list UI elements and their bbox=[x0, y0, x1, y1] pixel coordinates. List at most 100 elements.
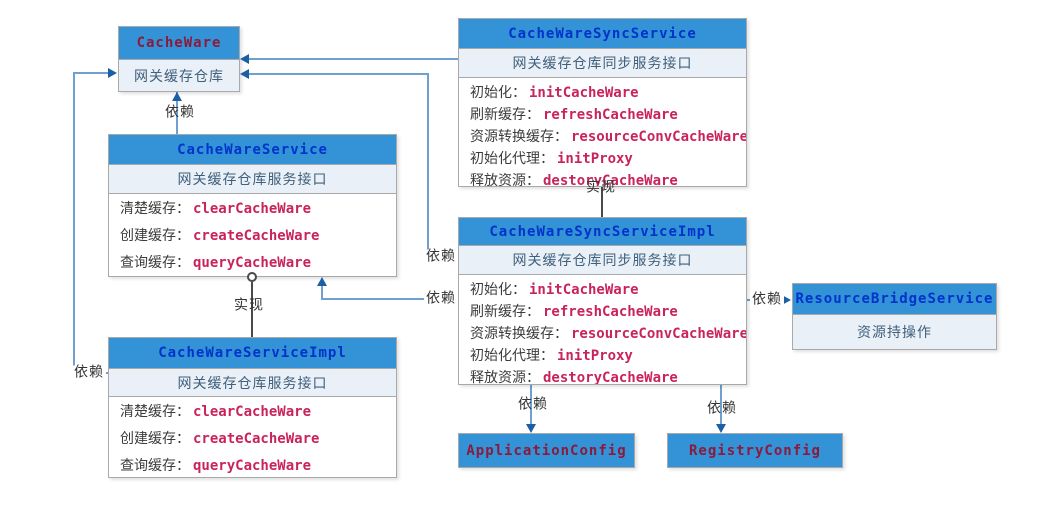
connector-line bbox=[321, 298, 458, 300]
arrowhead-right-icon bbox=[108, 68, 117, 78]
class-box-resource-bridge-service: ResourceBridgeService 资源持操作 bbox=[792, 283, 997, 350]
method-name: createCacheWare bbox=[193, 228, 320, 244]
dependency-label: 依赖 bbox=[165, 104, 195, 121]
connector-line bbox=[73, 72, 75, 374]
method-label: 清楚缓存： bbox=[120, 201, 190, 217]
dependency-label: 依赖 bbox=[424, 290, 458, 307]
connector-line bbox=[321, 280, 323, 300]
method-label: 资源转换缓存： bbox=[470, 326, 568, 342]
method-row: 初始化：initCacheWare bbox=[459, 279, 746, 301]
method-name: resourceConvCacheWare bbox=[571, 326, 746, 342]
connector-line bbox=[247, 73, 428, 75]
connector-line bbox=[720, 385, 722, 425]
dependency-label: 依赖 bbox=[72, 364, 106, 381]
arrowhead-down-icon bbox=[716, 424, 726, 433]
method-label: 创建缓存： bbox=[120, 431, 190, 447]
class-box-cacheware-service-impl: CacheWareServiceImpl 网关缓存仓库服务接口 清楚缓存：cle… bbox=[108, 337, 397, 478]
method-row: 查询缓存：queryCacheWare bbox=[109, 453, 396, 477]
method-name: queryCacheWare bbox=[193, 458, 312, 474]
method-name: refreshCacheWare bbox=[543, 107, 678, 123]
class-box-cacheware-sync-service-impl: CacheWareSyncServiceImpl 网关缓存仓库同步服务接口 初始… bbox=[458, 217, 747, 385]
method-row: 初始化：initCacheWare bbox=[459, 82, 746, 104]
class-title: CacheWareSyncServiceImpl bbox=[459, 218, 746, 245]
class-title: CacheWareService bbox=[109, 135, 396, 164]
class-subtitle: 网关缓存仓库同步服务接口 bbox=[459, 245, 746, 274]
method-list: 初始化：initCacheWare 刷新缓存：refreshCacheWare … bbox=[459, 274, 746, 384]
method-label: 初始化： bbox=[470, 85, 526, 101]
class-subtitle: 网关缓存仓库同步服务接口 bbox=[459, 48, 746, 77]
realization-line bbox=[601, 187, 603, 217]
method-list: 初始化：initCacheWare 刷新缓存：refreshCacheWare … bbox=[459, 77, 746, 186]
realization-line bbox=[251, 282, 253, 337]
method-name: initProxy bbox=[557, 151, 633, 167]
class-title: CacheWareSyncService bbox=[459, 19, 746, 48]
method-label: 初始化： bbox=[470, 282, 526, 298]
connector-line bbox=[427, 73, 429, 258]
method-list: 清楚缓存：clearCacheWare 创建缓存：createCacheWare… bbox=[109, 396, 396, 477]
method-name: clearCacheWare bbox=[193, 404, 312, 420]
class-subtitle: 资源持操作 bbox=[793, 314, 996, 349]
method-row: 资源转换缓存：resourceConvCacheWare bbox=[459, 126, 746, 148]
connector-line bbox=[176, 92, 178, 134]
method-label: 创建缓存： bbox=[120, 228, 190, 244]
method-label: 查询缓存： bbox=[120, 255, 190, 271]
method-label: 清楚缓存： bbox=[120, 404, 190, 420]
class-title: RegistryConfig bbox=[668, 434, 842, 467]
method-name: createCacheWare bbox=[193, 431, 320, 447]
method-row: 创建缓存：createCacheWare bbox=[109, 426, 396, 453]
method-row: 清楚缓存：clearCacheWare bbox=[109, 399, 396, 426]
class-box-application-config: ApplicationConfig bbox=[458, 433, 635, 468]
interface-lollipop-icon bbox=[247, 272, 257, 282]
method-row: 清楚缓存：clearCacheWare bbox=[109, 196, 396, 223]
method-name: resourceConvCacheWare bbox=[571, 129, 746, 145]
method-row: 资源转换缓存：resourceConvCacheWare bbox=[459, 323, 746, 345]
class-title: CacheWare bbox=[119, 27, 239, 59]
dependency-label: 依赖 bbox=[750, 291, 784, 308]
method-name: initCacheWare bbox=[529, 85, 639, 101]
class-title: ResourceBridgeService bbox=[793, 284, 996, 314]
method-label: 初始化代理： bbox=[470, 151, 554, 167]
connector-line bbox=[243, 58, 458, 60]
arrowhead-up-icon bbox=[317, 277, 327, 286]
connector-line bbox=[74, 72, 110, 74]
method-row: 释放资源：destoryCacheWare bbox=[459, 170, 746, 186]
method-label: 刷新缓存： bbox=[470, 107, 540, 123]
class-box-cacheware-service: CacheWareService 网关缓存仓库服务接口 清楚缓存：clearCa… bbox=[108, 134, 397, 277]
realization-label: 实现 bbox=[234, 297, 264, 314]
class-box-cacheware-sync-service: CacheWareSyncService 网关缓存仓库同步服务接口 初始化：in… bbox=[458, 18, 747, 187]
method-label: 释放资源： bbox=[470, 173, 540, 186]
arrowhead-down-icon bbox=[526, 424, 536, 433]
method-name: destoryCacheWare bbox=[543, 173, 678, 186]
dependency-label: 依赖 bbox=[707, 400, 737, 417]
method-row: 初始化代理：initProxy bbox=[459, 345, 746, 367]
class-title: ApplicationConfig bbox=[459, 434, 634, 467]
class-subtitle: 网关缓存仓库服务接口 bbox=[109, 164, 396, 193]
dependency-label: 依赖 bbox=[518, 396, 548, 413]
class-title: CacheWareServiceImpl bbox=[109, 338, 396, 368]
method-label: 初始化代理： bbox=[470, 348, 554, 364]
method-name: queryCacheWare bbox=[193, 255, 312, 271]
class-subtitle: 网关缓存仓库服务接口 bbox=[109, 368, 396, 396]
class-box-cacheware: CacheWare 网关缓存仓库 bbox=[118, 26, 240, 92]
method-name: initProxy bbox=[557, 348, 633, 364]
method-label: 刷新缓存： bbox=[470, 304, 540, 320]
dependency-label: 依赖 bbox=[424, 248, 458, 265]
connector-line bbox=[530, 385, 532, 425]
method-row: 刷新缓存：refreshCacheWare bbox=[459, 301, 746, 323]
arrowhead-left-icon bbox=[240, 54, 249, 64]
method-row: 释放资源：destoryCacheWare bbox=[459, 367, 746, 384]
method-name: initCacheWare bbox=[529, 282, 639, 298]
class-subtitle: 网关缓存仓库 bbox=[119, 59, 239, 91]
class-box-registry-config: RegistryConfig bbox=[667, 433, 843, 468]
method-row: 初始化代理：initProxy bbox=[459, 148, 746, 170]
arrowhead-right-icon bbox=[782, 295, 791, 305]
method-row: 刷新缓存：refreshCacheWare bbox=[459, 104, 746, 126]
method-label: 释放资源： bbox=[470, 370, 540, 384]
method-row: 查询缓存：queryCacheWare bbox=[109, 250, 396, 276]
realization-label: 实现 bbox=[586, 179, 616, 196]
method-name: refreshCacheWare bbox=[543, 304, 678, 320]
method-label: 资源转换缓存： bbox=[470, 129, 568, 145]
arrowhead-left-icon bbox=[240, 69, 249, 79]
method-list: 清楚缓存：clearCacheWare 创建缓存：createCacheWare… bbox=[109, 193, 396, 276]
